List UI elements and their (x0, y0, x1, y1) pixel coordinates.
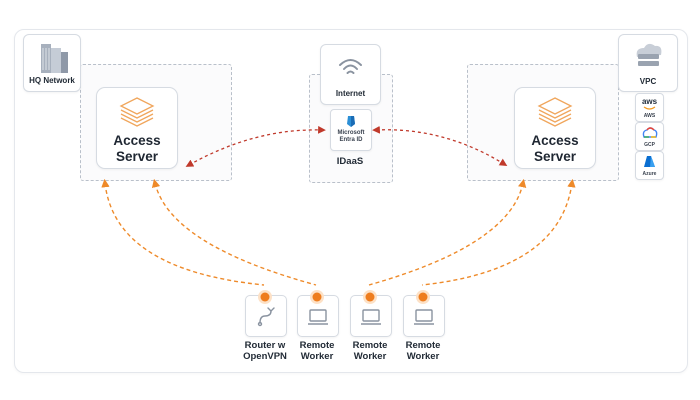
laptop-icon (361, 309, 381, 325)
cloud-label-gcp: GCP (644, 142, 655, 148)
cloud-card-azure[interactable]: Azure (635, 151, 664, 180)
azure-icon (644, 156, 655, 167)
cloud-server-icon (636, 43, 662, 66)
internet-card: Internet (320, 44, 381, 105)
access-server-logo-icon (119, 97, 155, 127)
cloud-card-gcp[interactable]: GCP (635, 122, 664, 151)
cloud-card-aws[interactable]: aws AWS (635, 93, 664, 122)
building-icon (41, 44, 68, 73)
access-server-left[interactable]: Access Server (96, 87, 178, 169)
client-router[interactable] (245, 295, 287, 337)
vpc-label: VPC (639, 77, 657, 86)
access-server-right-label: Access Server (531, 133, 579, 164)
laptop-icon (308, 309, 328, 325)
aws-smile-icon (643, 106, 656, 110)
client-worker-1[interactable] (297, 295, 339, 337)
access-server-left-label: Access Server (113, 133, 161, 164)
entra-id-card[interactable]: Microsoft Entra ID (330, 109, 372, 151)
aws-icon: aws (641, 97, 658, 106)
hq-network-card: HQ Network (23, 34, 81, 92)
entra-id-label: Microsoft Entra ID (337, 130, 365, 143)
cloud-label-aws: AWS (643, 113, 656, 119)
laptop-icon (414, 309, 434, 325)
router-icon (257, 307, 275, 327)
idaas-label: IDaaS (336, 156, 364, 167)
access-server-logo-icon (537, 97, 573, 127)
client-worker-2[interactable] (350, 295, 392, 337)
client-worker-3[interactable] (403, 295, 445, 337)
access-server-right[interactable]: Access Server (514, 87, 596, 169)
internet-label: Internet (335, 89, 366, 98)
gcp-icon (642, 127, 658, 138)
cloud-label-azure: Azure (642, 171, 657, 177)
entra-id-icon (347, 116, 355, 127)
wifi-icon (339, 59, 362, 74)
hq-network-label: HQ Network (29, 76, 75, 85)
vpc-card: VPC (618, 34, 678, 92)
